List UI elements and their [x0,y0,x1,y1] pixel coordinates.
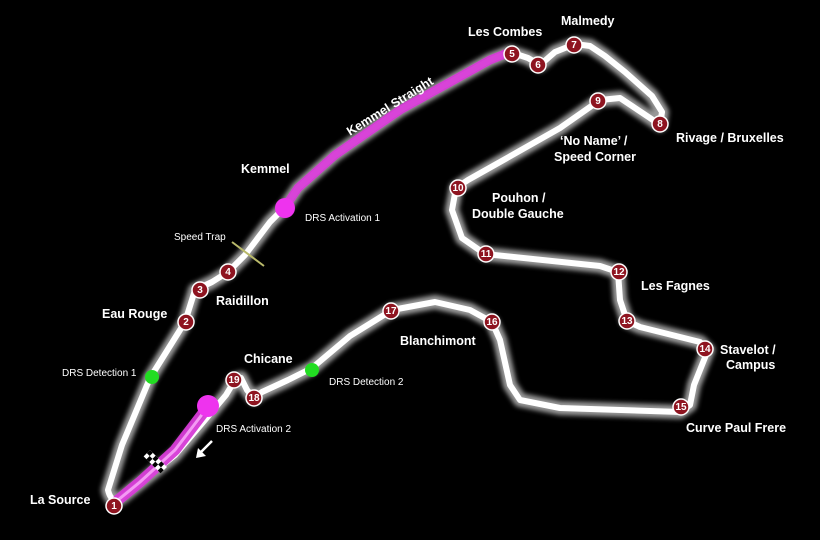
corner-circle [191,281,209,299]
corner-number: 14 [699,344,711,355]
label-curve-paul-frere: Curve Paul Frere [686,421,786,435]
corner-circle [565,36,583,54]
label-speed-trap: Speed Trap [174,232,226,243]
corner-number: 17 [385,306,397,317]
label-no-name-line2: Speed Corner [554,150,636,164]
label-les-fagnes: Les Fagnes [641,279,710,293]
corner-circle [589,92,607,110]
label-rivage: Rivage / Bruxelles [676,131,784,145]
label-la-source: La Source [30,493,90,507]
corner-circle [672,398,690,416]
label-stavelot-line2: Campus [726,358,775,372]
label-les-combes: Les Combes [468,25,542,39]
corner-number: 10 [452,183,464,194]
label-malmedy: Malmedy [561,14,615,28]
corner-number: 7 [571,40,577,51]
corner-circle [477,245,495,263]
corner-number: 13 [621,316,633,327]
corner-marker-1: 1 [105,497,123,515]
drs-activation-2-marker [197,395,219,417]
corner-number: 1 [111,501,117,512]
label-pouhon-line2: Double Gauche [472,207,564,221]
corner-circle [696,340,714,358]
corner-marker-10: 10 [449,179,467,197]
corner-number: 19 [228,375,240,386]
label-eau-rouge: Eau Rouge [102,307,167,321]
corner-marker-19: 19 [225,371,243,389]
corner-marker-4: 4 [219,263,237,281]
label-chicane: Chicane [244,352,293,366]
drs-activation-1-marker [275,198,295,218]
corner-number: 2 [183,317,189,328]
label-drs-detection-1: DRS Detection 1 [62,368,137,379]
start-finish-flag [143,450,167,474]
corner-marker-3: 3 [191,281,209,299]
direction-arrow-icon [196,440,213,458]
corner-marker-18: 18 [245,389,263,407]
corner-marker-7: 7 [565,36,583,54]
corner-circle [610,263,628,281]
corner-marker-12: 12 [610,263,628,281]
drs-detection-2-marker [305,363,319,377]
corner-number: 5 [509,49,515,60]
corner-circle [529,56,547,74]
corner-circle [245,389,263,407]
label-pouhon-line1: Pouhon / [492,191,546,205]
corner-number: 6 [535,60,541,71]
corner-marker-14: 14 [696,340,714,358]
track-path [105,41,711,503]
label-raidillon: Raidillon [216,294,269,308]
label-no-name-line1: ‘No Name’ / [560,134,628,148]
label-drs-detection-2: DRS Detection 2 [329,377,404,388]
corner-marker-13: 13 [618,312,636,330]
corner-circle [503,45,521,63]
corner-number: 12 [613,267,625,278]
label-stavelot-line1: Stavelot / [720,343,776,357]
corner-marker-2: 2 [177,313,195,331]
label-drs-activation-2: DRS Activation 2 [216,424,291,435]
corner-number: 18 [248,393,260,404]
label-kemmel-straight: Kemmel Straight [344,74,436,139]
corner-circle [651,115,669,133]
corner-number: 3 [197,285,203,296]
corner-circle [105,497,123,515]
label-blanchimont: Blanchimont [400,334,477,348]
corner-circle [382,302,400,320]
corner-number: 11 [481,249,492,260]
corner-number: 4 [225,267,231,278]
corner-circle [449,179,467,197]
corner-circle [618,312,636,330]
corner-marker-5: 5 [503,45,521,63]
corner-marker-6: 6 [529,56,547,74]
corner-number: 9 [595,96,601,107]
corner-number: 16 [486,317,498,328]
label-drs-activation-1: DRS Activation 1 [305,213,380,224]
corner-marker-17: 17 [382,302,400,320]
label-kemmel: Kemmel [241,162,290,176]
corner-marker-16: 16 [483,313,501,331]
drs-detection-1-marker [145,370,159,384]
drs-zone-kemmel [280,47,515,212]
corner-marker-11: 11 [477,245,495,263]
corner-circle [177,313,195,331]
corner-number: 8 [657,119,663,130]
corner-marker-8: 8 [651,115,669,133]
corner-marker-9: 9 [589,92,607,110]
corner-circle [225,371,243,389]
corner-circle [483,313,501,331]
corner-circle [219,263,237,281]
corner-marker-15: 15 [672,398,690,416]
corner-number: 15 [675,402,687,413]
speed-trap-line [231,241,265,267]
